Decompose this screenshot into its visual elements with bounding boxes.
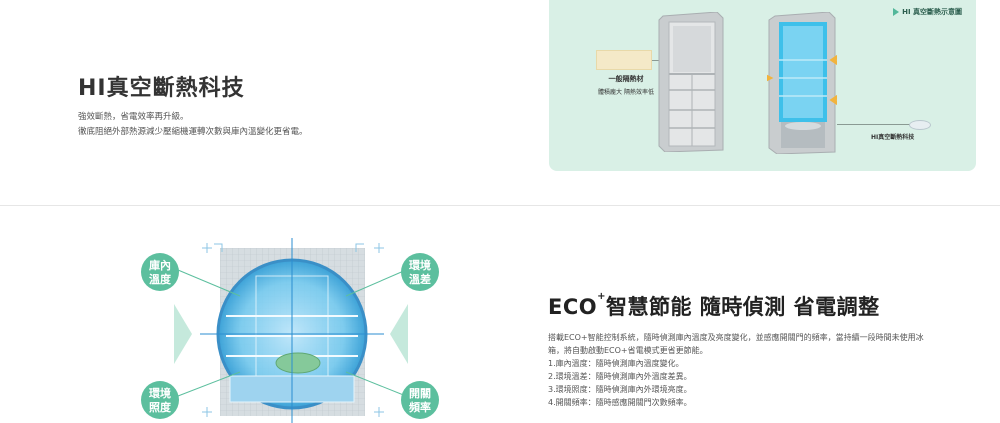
foam-sublabel: 體積龐大 隔熱效率低 — [598, 89, 654, 96]
play-triangle-icon — [893, 8, 900, 16]
desc-line: 搭載ECO+智能控制系統，隨時偵測庫內溫度及亮度變化，並感應開關門的頻率，當持續… — [548, 333, 924, 342]
standard-fridge-illustration — [658, 12, 724, 152]
left-arrow-decor — [174, 304, 192, 364]
foam-insulation-sample — [596, 50, 652, 70]
diagram-legend: HI 真空斷熱示意圖 — [893, 7, 962, 17]
badge-ambient-temperature-difference: 環境 溫差 — [401, 253, 439, 291]
right-arrow-decor — [390, 304, 408, 364]
list-item: 3.環境照度：隨時偵測庫內外環境亮度。 — [548, 385, 692, 394]
section-description-eco: 搭載ECO+智能控制系統，隨時偵測庫內溫度及亮度變化，並感應開關門的頻率，當持續… — [548, 331, 988, 409]
badge-text: 溫差 — [409, 272, 431, 286]
section-divider — [0, 205, 1000, 206]
callout-line — [837, 124, 911, 125]
badge-text: 庫內 — [149, 258, 171, 272]
desc-line: 強效斷熱，省電效率再升級。 — [78, 112, 189, 122]
badge-text: 環境 — [409, 258, 431, 272]
desc-line: 徹底阻絕外部熱源減少壓縮機運轉次數與庫內溫變化更省電。 — [78, 127, 308, 137]
list-item: 4.開關頻率：隨時感應開關門次數頻率。 — [548, 398, 692, 407]
diagram-legend-text: HI 真空斷熱示意圖 — [902, 8, 962, 16]
list-item: 2.環境溫差：隨時偵測庫內外溫度差異。 — [548, 372, 692, 381]
title-eco: ECO — [548, 295, 598, 319]
title-sup: + — [597, 291, 606, 302]
section-title-eco: ECO+智慧節能 隨時偵測 省電調整 — [548, 291, 880, 321]
foam-label: 一般隔熱材 — [608, 75, 644, 83]
list-item: 1.庫內溫度：隨時偵測庫內溫度變化。 — [548, 359, 684, 368]
green-pot — [275, 352, 321, 374]
section-description-vacuum: 強效斷熱，省電效率再升級。 徹底阻絕外部熱源減少壓縮機運轉次數與庫內溫變化更省電… — [78, 110, 308, 140]
vacuum-panel-sample — [909, 120, 931, 130]
badge-ambient-illuminance: 環境 照度 — [141, 381, 179, 419]
vacuum-fridge-illustration — [767, 12, 837, 154]
eco-section: 庫內 溫度 環境 溫差 環境 照度 開關 頻率 ECO+智慧節能 隨時偵測 省電… — [0, 206, 1000, 423]
badge-text: 頻率 — [409, 400, 431, 414]
badge-text: 照度 — [149, 400, 172, 414]
section-title-vacuum: HI真空斷熱科技 — [78, 76, 245, 101]
vip-label: HI真空斷熱科技 — [871, 134, 915, 141]
eco-sensor-diagram: 庫內 溫度 環境 溫差 環境 照度 開關 頻率 — [141, 238, 439, 423]
badge-door-frequency: 開關 頻率 — [401, 381, 439, 419]
badge-text: 環境 — [149, 386, 171, 400]
vacuum-diagram-panel: HI 真空斷熱示意圖 一般隔熱材 體積龐大 隔熱效率低 — [549, 0, 976, 171]
badge-text: 開關 — [409, 387, 431, 400]
vacuum-insulation-section: HI真空斷熱科技 強效斷熱，省電效率再升級。 徹底阻絕外部熱源減少壓縮機運轉次數… — [0, 0, 1000, 205]
title-rest: 智慧節能 隨時偵測 省電調整 — [606, 295, 880, 319]
desc-line: 箱，將自動啟動ECO+省電模式更省更節能。 — [548, 346, 708, 355]
badge-fridge-temperature: 庫內 溫度 — [141, 253, 179, 291]
badge-text: 溫度 — [149, 272, 172, 286]
